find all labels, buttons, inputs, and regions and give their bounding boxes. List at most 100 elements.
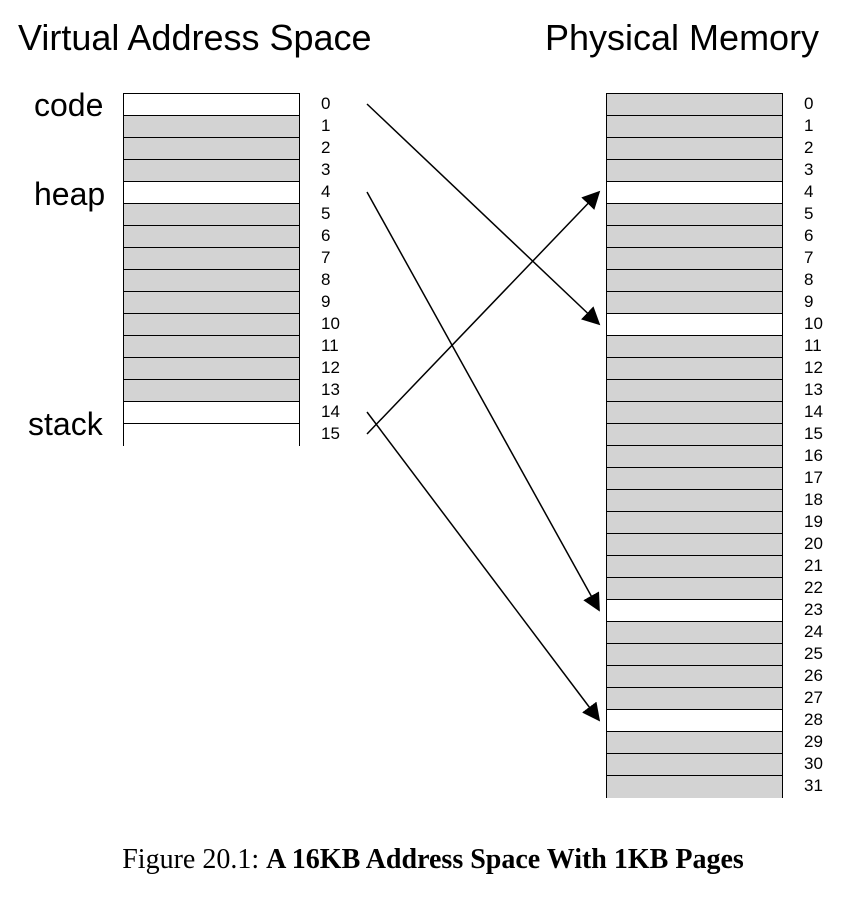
- virtual-page-number: 12: [321, 358, 340, 377]
- virtual-page-cell: [124, 248, 299, 270]
- virtual-page-number: 1: [321, 116, 331, 135]
- physical-frame-cell: [607, 336, 782, 358]
- physical-frame-number: 16: [804, 446, 823, 465]
- figure-caption: Figure 20.1: A 16KB Address Space With 1…: [0, 843, 866, 877]
- physical-frame-number: 11: [804, 336, 822, 355]
- physical-frame-number: 7: [804, 248, 814, 267]
- stack-segment-label: stack: [28, 406, 103, 442]
- physical-frame-number: 9: [804, 292, 814, 311]
- virtual-page-cell: [124, 138, 299, 160]
- physical-frame-number: 23: [804, 600, 823, 619]
- physical-frame-number: 25: [804, 644, 823, 663]
- caption-title: A 16KB Address Space With 1KB Pages: [266, 844, 744, 875]
- physical-frame-number: 6: [804, 226, 814, 245]
- physical-frame-number: 1: [804, 116, 814, 135]
- physical-frame-cell: [607, 182, 782, 204]
- virtual-address-space-column: [123, 93, 300, 446]
- physical-frame-cell: [607, 578, 782, 600]
- virtual-page-cell: [124, 292, 299, 314]
- physical-frame-cell: [607, 204, 782, 226]
- physical-frame-number: 13: [804, 380, 823, 399]
- physical-memory-column: [606, 93, 783, 798]
- virtual-page-number: 13: [321, 380, 340, 399]
- mapping-arrow: [366, 190, 601, 435]
- physical-frame-cell: [607, 754, 782, 776]
- physical-frame-cell: [607, 446, 782, 468]
- physical-frame-number: 22: [804, 578, 823, 597]
- physical-frame-cell: [607, 776, 782, 798]
- physical-frame-number: 0: [804, 94, 814, 113]
- physical-frame-cell: [607, 94, 782, 116]
- physical-frame-number: 8: [804, 270, 814, 289]
- physical-frame-number: 26: [804, 666, 823, 685]
- physical-frame-number: 15: [804, 424, 823, 443]
- heap-segment-label: heap: [34, 176, 106, 212]
- virtual-page-cell: [124, 336, 299, 358]
- virtual-page-number: 10: [321, 314, 340, 333]
- physical-frame-number: 29: [804, 732, 823, 751]
- physical-frame-cell: [607, 622, 782, 644]
- virtual-page-cell: [124, 424, 299, 446]
- physical-frame-cell: [607, 512, 782, 534]
- physical-frame-cell: [607, 116, 782, 138]
- virtual-page-number: 11: [321, 336, 339, 355]
- physical-frame-cell: [607, 402, 782, 424]
- code-segment-label: code: [34, 87, 104, 123]
- physical-frame-number: 5: [804, 204, 814, 223]
- virtual-page-number: 0: [321, 94, 331, 113]
- virtual-page-cell: [124, 358, 299, 380]
- physical-frame-cell: [607, 468, 782, 490]
- virtual-page-number: 8: [321, 270, 331, 289]
- physical-frame-number: 10: [804, 314, 823, 333]
- virtual-page-cell: [124, 94, 299, 116]
- virtual-page-number: 9: [321, 292, 331, 311]
- virtual-page-cell: [124, 160, 299, 182]
- virtual-page-cell: [124, 182, 299, 204]
- virtual-page-number: 14: [321, 402, 340, 421]
- virtual-page-number: 5: [321, 204, 331, 223]
- virtual-page-number: 15: [321, 424, 340, 443]
- physical-frame-cell: [607, 358, 782, 380]
- virtual-page-number: 3: [321, 160, 331, 179]
- virtual-page-cell: [124, 380, 299, 402]
- physical-frame-number: 30: [804, 754, 823, 773]
- physical-frame-number: 3: [804, 160, 814, 179]
- virtual-page-cell: [124, 314, 299, 336]
- mapping-arrow: [366, 103, 601, 326]
- physical-frame-cell: [607, 556, 782, 578]
- virtual-page-cell: [124, 204, 299, 226]
- physical-frame-number: 27: [804, 688, 823, 707]
- physical-frame-cell: [607, 732, 782, 754]
- physical-frame-cell: [607, 314, 782, 336]
- virtual-page-cell: [124, 116, 299, 138]
- physical-frame-number: 19: [804, 512, 823, 531]
- physical-frame-number: 28: [804, 710, 823, 729]
- caption-prefix: Figure 20.1:: [122, 844, 260, 875]
- mapping-arrow: [366, 411, 601, 722]
- virtual-page-number: 2: [321, 138, 331, 157]
- physical-frame-number: 31: [804, 776, 823, 795]
- physical-frame-cell: [607, 490, 782, 512]
- virtual-page-cell: [124, 226, 299, 248]
- mapping-arrow: [366, 191, 600, 612]
- physical-frame-number: 21: [804, 556, 823, 575]
- physical-frame-number: 14: [804, 402, 823, 421]
- physical-memory-title: Physical Memory: [545, 17, 820, 58]
- physical-frame-cell: [607, 138, 782, 160]
- virtual-page-number: 6: [321, 226, 331, 245]
- physical-frame-cell: [607, 270, 782, 292]
- virtual-page-number: 4: [321, 182, 331, 201]
- physical-frame-cell: [607, 534, 782, 556]
- physical-frame-cell: [607, 644, 782, 666]
- physical-frame-cell: [607, 600, 782, 622]
- virtual-address-space-title: Virtual Address Space: [18, 17, 372, 58]
- physical-frame-cell: [607, 688, 782, 710]
- physical-frame-cell: [607, 710, 782, 732]
- physical-frame-cell: [607, 380, 782, 402]
- physical-frame-number: 4: [804, 182, 814, 201]
- physical-frame-number: 2: [804, 138, 814, 157]
- physical-frame-number: 18: [804, 490, 823, 509]
- physical-frame-cell: [607, 666, 782, 688]
- virtual-page-number: 7: [321, 248, 331, 267]
- physical-frame-cell: [607, 226, 782, 248]
